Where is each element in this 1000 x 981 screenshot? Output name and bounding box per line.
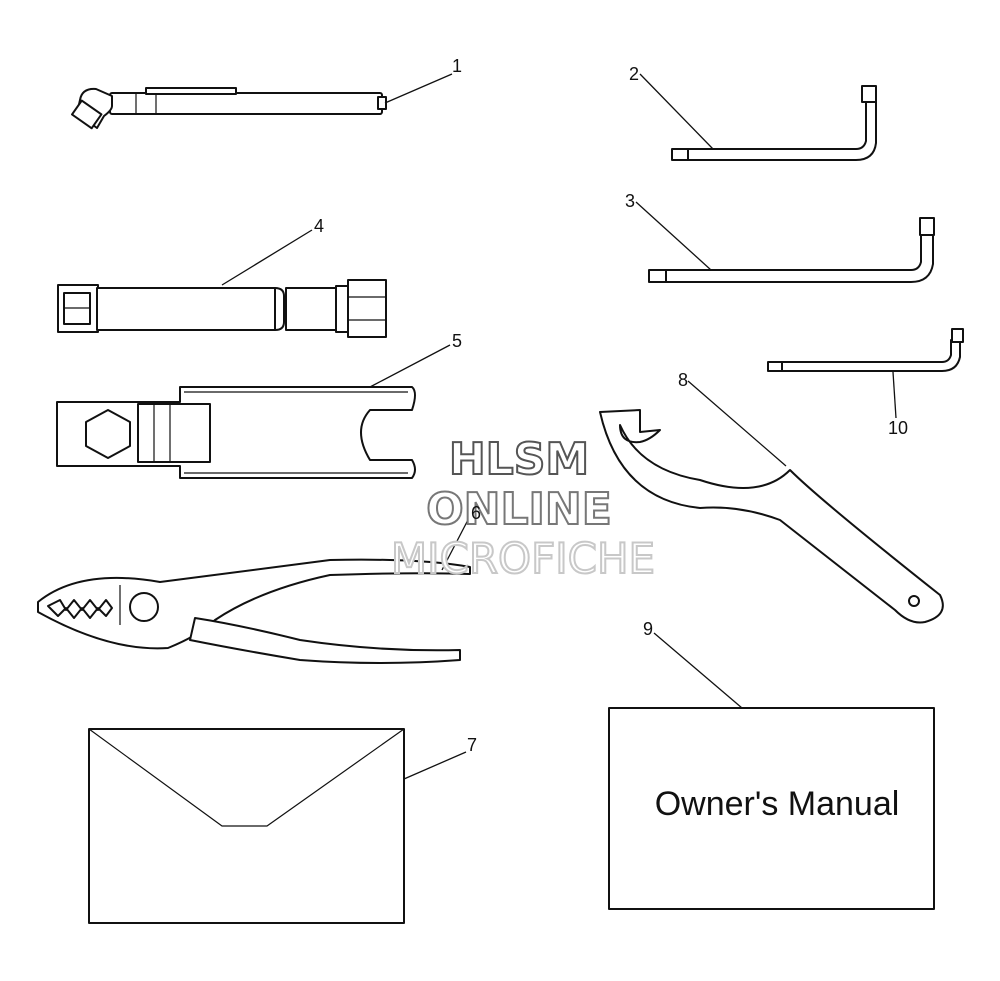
callout-8: 8 [678,370,688,390]
watermark-line-3: MICROFICHE [391,534,655,583]
hook-spanner [599,409,944,624]
watermark-line-1: HLSM [449,434,589,485]
l-hex-wrench-2 [671,85,877,161]
callout-9: 9 [643,619,653,639]
callout-6: 6 [471,503,481,523]
pliers [37,558,471,664]
callout-7: 7 [467,735,477,755]
leader-lines [221,73,897,780]
callout-10: 10 [888,418,908,438]
callout-2: 2 [629,64,639,84]
l-hex-wrench-10 [767,328,964,372]
watermark: HLSM ONLINE MICROFICHE [390,433,656,584]
callout-1: 1 [452,56,462,76]
spanner-holder [56,386,416,479]
callout-labels: 1 2 3 4 5 6 7 8 9 10 [314,56,908,755]
callout-4: 4 [314,216,324,236]
callout-3: 3 [625,191,635,211]
watermark-line-2: ONLINE [426,484,612,535]
tire-pressure-gauge [71,87,387,130]
owners-manual-title: Owner's Manual [655,785,900,823]
callout-5: 5 [452,331,462,351]
l-hex-wrench-3 [648,217,935,283]
spark-plug-socket [57,279,387,338]
owners-manual: Owner's Manual [608,707,935,910]
envelope [88,728,405,924]
